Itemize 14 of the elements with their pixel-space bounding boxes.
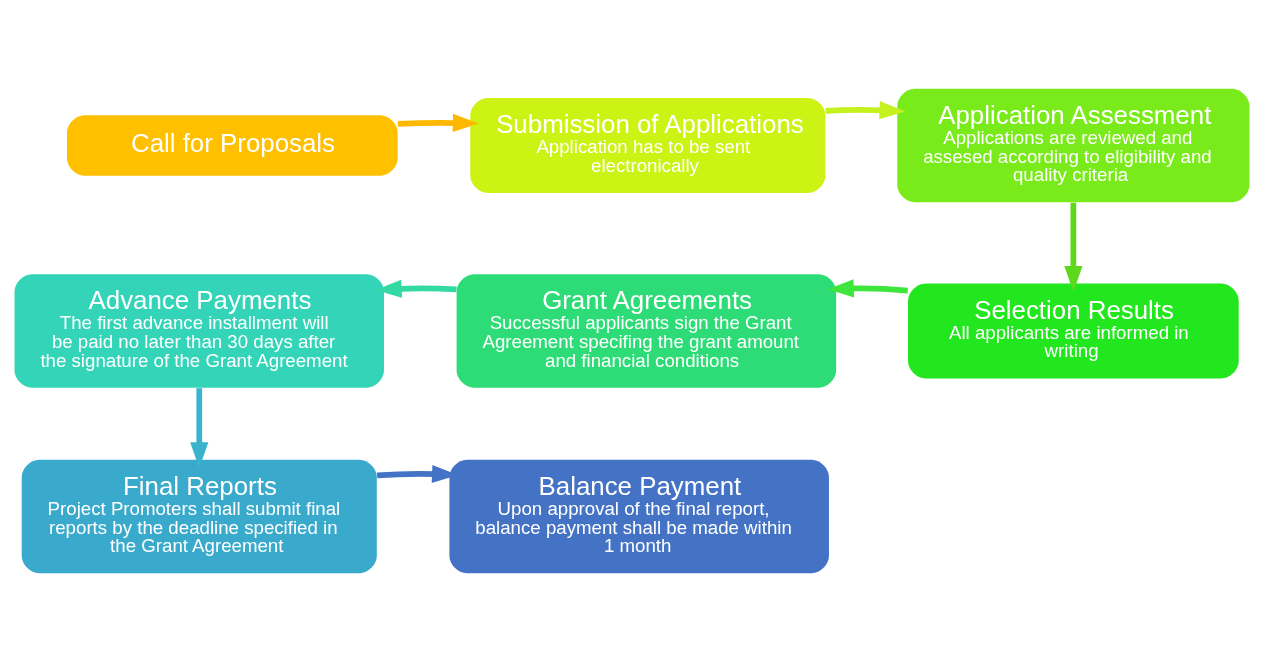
node-box: Application Assessment Applications are reviewed and assesed according to eligibility and quality criteria [897, 88, 1250, 203]
node-box: Balance Payment Upon approval of the final report, balance payment shall be made within 1 month [449, 459, 829, 574]
node-box: Submission of Applications Application has to be sent electronically [470, 98, 826, 193]
node-box: Final Reports Project Promoters shall submit final reports by the deadline specified in the Grant Agreement [21, 459, 377, 574]
node-box: Advance Payments The first advance installment will be paid no later than 30 days after the signature of the Grant Agreement [14, 274, 384, 388]
arrow [1064, 202, 1083, 293]
node-box: Selection Results All applicants are informed in writing [908, 283, 1239, 379]
node-box: Call for Proposals [67, 115, 398, 176]
node-box: Grant Agreements Successful applicants sign the Grant Agreement specifing the grant amount and financial conditions [456, 274, 837, 388]
arrow [825, 101, 906, 120]
arrow [375, 279, 457, 298]
arrow [190, 388, 209, 469]
arrow [397, 113, 479, 133]
arrow [827, 279, 908, 298]
